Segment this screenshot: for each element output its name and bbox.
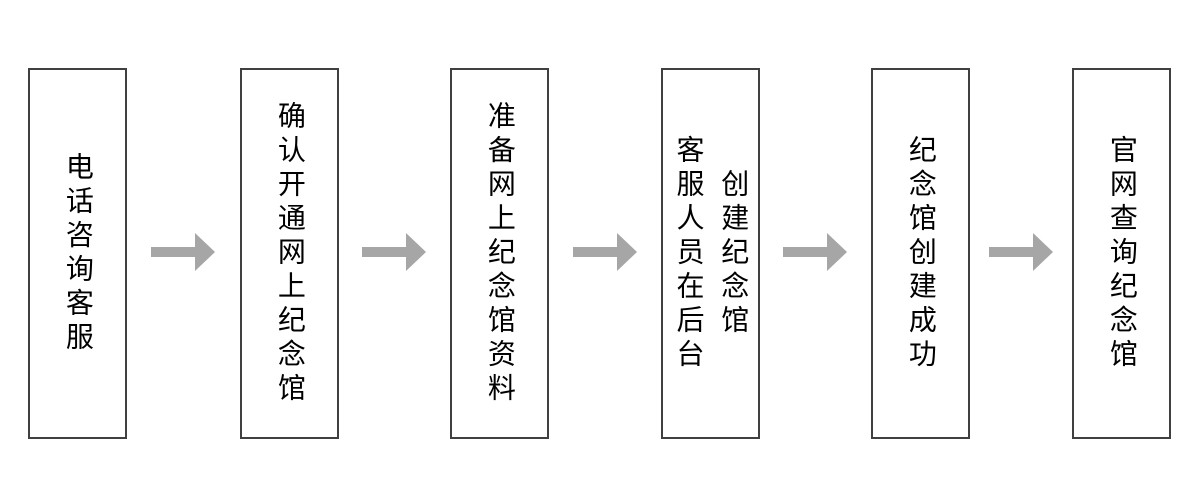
flow-step-1: 电话咨询客服 bbox=[28, 68, 127, 439]
flow-step-5: 纪念馆创建成功 bbox=[871, 68, 970, 439]
flow-step-2: 确认开通网上纪念馆 bbox=[240, 68, 339, 439]
flow-arrow-3 bbox=[573, 232, 637, 272]
flow-arrow-4 bbox=[783, 232, 847, 272]
right-arrow-icon bbox=[783, 233, 847, 271]
flow-step-4: 客服人员在后台 创建纪念馆 bbox=[661, 68, 760, 439]
right-arrow-icon bbox=[989, 233, 1053, 271]
flow-step-6: 官网查询纪念馆 bbox=[1072, 68, 1171, 439]
flow-arrow-2 bbox=[362, 232, 426, 272]
flow-step-2-label: 确认开通网上纪念馆 bbox=[274, 100, 306, 407]
flow-step-5-label: 纪念馆创建成功 bbox=[905, 134, 937, 373]
flow-step-1-label: 电话咨询客服 bbox=[62, 151, 94, 356]
flow-step-6-label: 官网查询纪念馆 bbox=[1106, 134, 1138, 373]
flow-step-3-label: 准备网上纪念馆资料 bbox=[484, 100, 516, 407]
flow-arrow-5 bbox=[989, 232, 1053, 272]
flow-arrow-1 bbox=[151, 232, 215, 272]
right-arrow-icon bbox=[362, 233, 426, 271]
flow-step-3: 准备网上纪念馆资料 bbox=[450, 68, 549, 439]
right-arrow-icon bbox=[151, 233, 215, 271]
flow-step-4-label-column-1: 客服人员在后台 bbox=[673, 134, 705, 373]
right-arrow-icon bbox=[573, 233, 637, 271]
flow-step-4-label-column-2: 创建纪念馆 bbox=[718, 168, 750, 339]
